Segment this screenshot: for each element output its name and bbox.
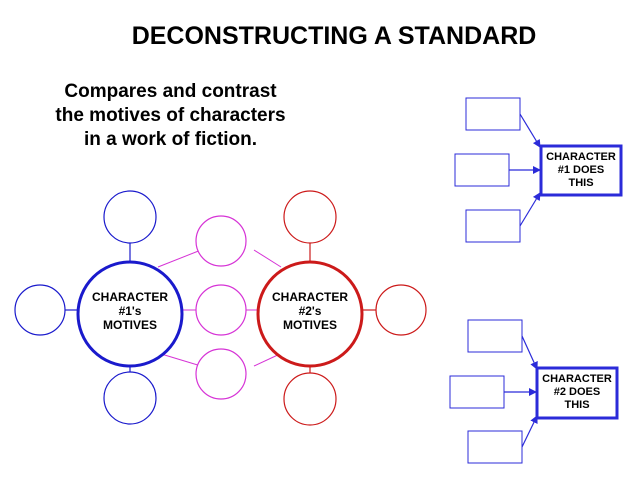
character2-trait-bottom-circle[interactable] xyxy=(283,372,337,426)
character1-motives-circle[interactable] xyxy=(76,260,184,368)
character2-motives-line-1: CHARACTER xyxy=(272,290,348,304)
character1-group xyxy=(14,190,184,425)
character2-motives-label: CHARACTER #2's MOTIVES xyxy=(265,290,355,332)
character2-motives-line-2: #2's xyxy=(298,304,322,318)
character1-evidence-box-1[interactable] xyxy=(465,97,521,131)
shared-motives-group xyxy=(195,215,247,400)
connector-shared-1b xyxy=(253,249,282,268)
character1-motives-line-3: MOTIVES xyxy=(102,318,157,332)
connector-lines xyxy=(65,243,376,373)
character2-evidence-box-1[interactable] xyxy=(467,319,523,353)
character2-group xyxy=(256,190,427,426)
character2-motives-circle[interactable] xyxy=(256,260,364,368)
character2-arrow-1 xyxy=(521,335,538,370)
connector-shared-3a xyxy=(157,352,202,367)
slide-title: DECONSTRUCTING A STANDARD xyxy=(131,22,537,50)
character1-action-organizer xyxy=(454,97,623,243)
standard-line-1: Compares and contrast xyxy=(64,81,277,102)
shared-motive-top-circle[interactable] xyxy=(195,215,247,267)
character2-does-label: CHARACTER #2 DOES THIS xyxy=(537,373,617,412)
character2-evidence-box-2[interactable] xyxy=(449,375,505,409)
character1-trait-left-circle[interactable] xyxy=(14,284,66,336)
character2-does-line-3: THIS xyxy=(564,399,590,411)
shared-motive-middle-circle[interactable] xyxy=(195,284,247,336)
character1-trait-bottom-circle[interactable] xyxy=(103,371,157,425)
character1-arrow-3 xyxy=(519,192,541,227)
character2-does-line-1: CHARACTER xyxy=(542,373,612,385)
character1-does-label: CHARACTER #1 DOES THIS xyxy=(541,151,621,190)
standard-line-3: in a work of fiction. xyxy=(83,129,258,150)
character1-does-line-2: #1 DOES xyxy=(557,164,605,176)
character1-motives-line-1: CHARACTER xyxy=(92,290,168,304)
character1-motives-line-2: #1's xyxy=(118,304,142,318)
standard-statement: Compares and contrast the motives of cha… xyxy=(28,80,313,152)
standard-line-2: the motives of characters xyxy=(55,105,286,126)
character1-does-box[interactable] xyxy=(539,144,623,197)
character1-motives-label: CHARACTER #1's MOTIVES xyxy=(85,290,175,332)
character2-action-organizer xyxy=(449,319,619,464)
connector-shared-1a xyxy=(157,249,202,268)
character2-does-box[interactable] xyxy=(535,366,619,420)
character1-evidence-box-2[interactable] xyxy=(454,153,510,187)
character1-does-line-3: THIS xyxy=(568,177,594,189)
character1-arrow-1 xyxy=(519,113,541,148)
character1-does-line-1: CHARACTER xyxy=(546,151,616,163)
character2-trait-top-circle[interactable] xyxy=(283,190,337,244)
character1-trait-top-circle[interactable] xyxy=(103,190,157,244)
character2-motives-line-3: MOTIVES xyxy=(282,318,337,332)
character2-trait-right-circle[interactable] xyxy=(375,284,427,336)
character2-does-line-2: #2 DOES xyxy=(553,386,601,398)
shared-motive-bottom-circle[interactable] xyxy=(195,348,247,400)
character2-evidence-box-3[interactable] xyxy=(467,430,523,464)
character2-arrow-3 xyxy=(521,415,538,448)
character1-evidence-box-3[interactable] xyxy=(465,209,521,243)
